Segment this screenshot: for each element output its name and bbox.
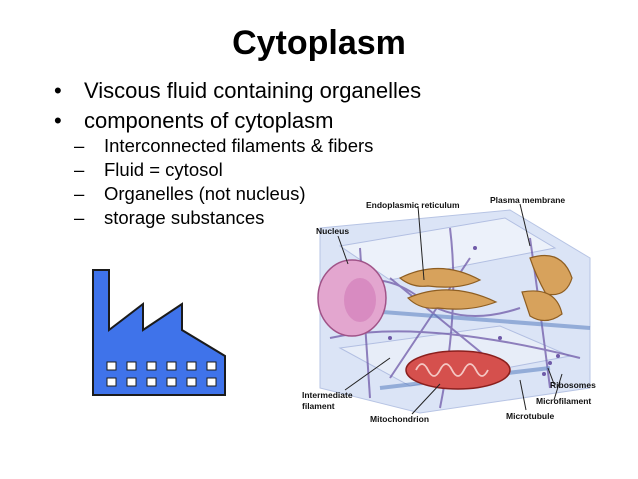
label-intermediate: Intermediate	[302, 390, 353, 400]
bullet-item: Viscous fluid containing organelles	[54, 76, 421, 106]
sub-bullet-item: Interconnected filaments & fibers	[74, 134, 373, 158]
sub-bullet-item: storage substances	[74, 206, 373, 230]
sub-bullet-item: Organelles (not nucleus)	[74, 182, 373, 206]
label-endoplasmic-reticulum: Endoplasmic reticulum	[366, 200, 460, 210]
slide-title: Cytoplasm	[232, 24, 406, 62]
ribosomes-illustration	[388, 246, 560, 376]
label-nucleus: Nucleus	[316, 226, 349, 236]
label-plasma-membrane: Plasma membrane	[490, 195, 565, 205]
sub-bullet-list: Interconnected filaments & fibers Fluid …	[74, 134, 373, 230]
bullet-item: components of cytoplasm	[54, 106, 421, 136]
label-mitochondrion: Mitochondrion	[370, 414, 429, 424]
sub-bullet-item: Fluid = cytosol	[74, 158, 373, 182]
er-illustration	[398, 254, 573, 322]
label-ribosomes: Ribosomes	[550, 380, 596, 390]
cytoplasm-diagram: Endoplasmic reticulum Plasma membrane Nu…	[302, 195, 596, 424]
label-filament: filament	[302, 401, 335, 411]
bullet-list: Viscous fluid containing organelles comp…	[54, 76, 421, 136]
mitochondrion-illustration	[405, 350, 511, 390]
factory-icon	[92, 269, 226, 396]
label-microtubule: Microtubule	[506, 411, 554, 421]
label-microfilament: Microfilament	[536, 396, 591, 406]
nucleus-illustration	[317, 259, 387, 337]
